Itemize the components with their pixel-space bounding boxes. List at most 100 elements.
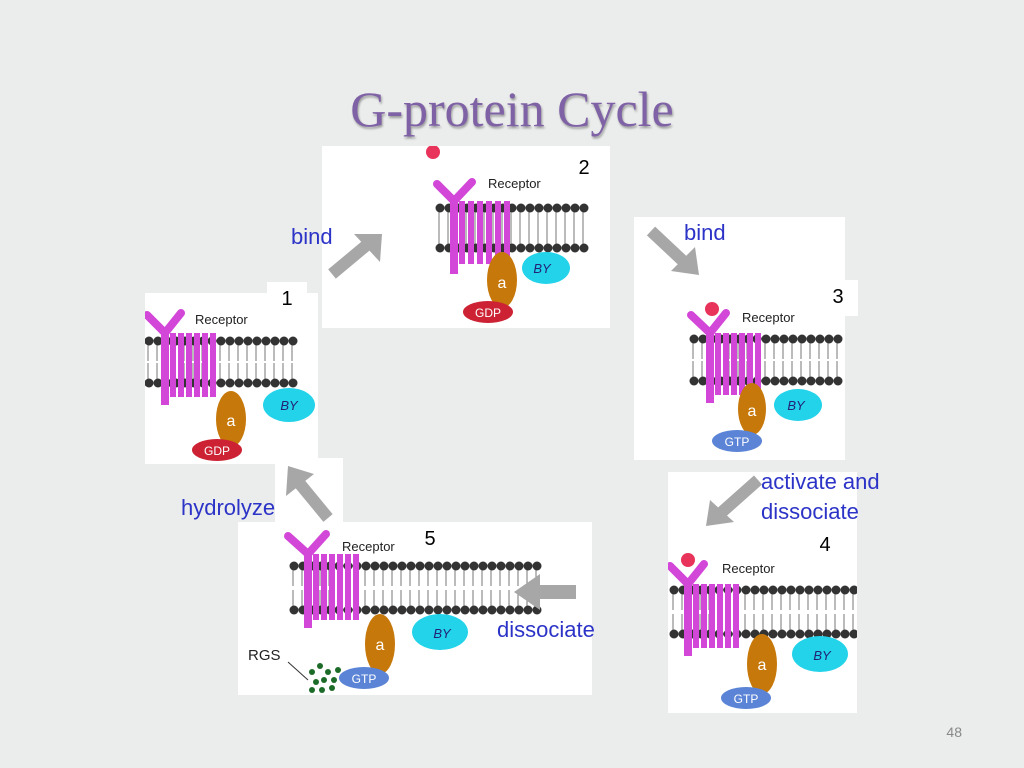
gdp-icon [463, 301, 513, 323]
step-2-number: 2 [564, 151, 604, 187]
lipid-head [252, 378, 262, 388]
lipid-head [388, 561, 398, 571]
lipid-head [252, 336, 262, 346]
lipid-head [786, 585, 796, 595]
lipid-head [514, 605, 524, 615]
lipid-head [243, 378, 253, 388]
lipid-head [525, 203, 535, 213]
lipid-head [216, 378, 226, 388]
lipid-head [415, 605, 425, 615]
lipid-head [543, 243, 553, 253]
lipid-head [849, 629, 857, 639]
lipid-head [451, 561, 461, 571]
lipid-head [833, 334, 843, 344]
alpha-subunit-icon [738, 383, 766, 435]
lipid-head [451, 605, 461, 615]
receptor-icon [145, 309, 216, 405]
receptor-label: Receptor [195, 312, 248, 327]
lipid-head [433, 605, 443, 615]
gtp-label: GTP [734, 692, 759, 706]
receptor-label: Receptor [488, 176, 541, 191]
lipid-head [770, 334, 780, 344]
beta-gamma-label: BY [533, 261, 552, 276]
lipid-head [523, 561, 533, 571]
gtp-icon [712, 430, 762, 452]
lipid-head [478, 605, 488, 615]
lipid-head [415, 561, 425, 571]
lipid-head [768, 585, 778, 595]
lipid-head [786, 629, 796, 639]
lipid-head [270, 336, 280, 346]
lipid-head [815, 376, 825, 386]
lipid-head [397, 561, 407, 571]
receptor-icon [433, 178, 510, 274]
step-4-diagram: Receptor a BY GTP [668, 553, 857, 709]
lipid-head [552, 203, 562, 213]
lipid-head [523, 605, 533, 615]
lipid-head [761, 334, 771, 344]
rgs-icon [309, 663, 341, 693]
lipid-head [840, 585, 850, 595]
arrow-5-to-1-icon [286, 466, 333, 522]
lipid-head [797, 334, 807, 344]
alpha-subunit-icon [487, 252, 517, 308]
lipid-head [761, 376, 771, 386]
lipid-head [279, 336, 289, 346]
lipid-head [516, 203, 526, 213]
gtp-icon [339, 667, 389, 689]
lipid-head [460, 605, 470, 615]
lipid-head [795, 585, 805, 595]
lipid-head [840, 629, 850, 639]
lipid-head [804, 585, 814, 595]
beta-gamma-icon [263, 388, 315, 422]
lipid-head [487, 605, 497, 615]
lipid-head [824, 334, 834, 344]
bind-label-right: bind [684, 220, 726, 245]
gdp-icon [192, 439, 242, 461]
lipid-head [822, 585, 832, 595]
receptor-label: Receptor [342, 539, 395, 554]
lipid-head [759, 585, 769, 595]
lipid-head [243, 336, 253, 346]
lipid-head [225, 378, 235, 388]
step-1-diagram: Receptor a BY GDP [145, 309, 315, 461]
lipid-head [534, 243, 544, 253]
lipid-head [370, 605, 380, 615]
lipid-head [698, 376, 708, 386]
lipid-head [433, 561, 443, 571]
hydrolyze-label: hydrolyze [181, 495, 276, 520]
lipid-head [795, 629, 805, 639]
dissociate-label: dissociate [497, 617, 595, 642]
step-3-diagram: Receptor a BY GTP [687, 302, 843, 452]
receptor-label: Receptor [742, 310, 795, 325]
lipid-head [279, 378, 289, 388]
receptor-icon [284, 530, 359, 628]
lipid-head [534, 203, 544, 213]
lipid-head [442, 561, 452, 571]
lipid-head [831, 629, 841, 639]
bind-label-left: bind [291, 224, 333, 249]
receptor-icon [668, 560, 739, 656]
lipid-head [435, 203, 445, 213]
step-3-panel: Receptor a BY GTP [634, 217, 845, 460]
lipid-head [779, 376, 789, 386]
slide-number: 48 [946, 724, 962, 740]
lipid-head [768, 629, 778, 639]
step-4-panel: Receptor a BY GTP [668, 472, 857, 713]
step-1-panel: Receptor a BY GDP [145, 293, 318, 464]
gtp-label: GTP [352, 672, 377, 686]
lipid-head [797, 376, 807, 386]
lipid-head [216, 336, 226, 346]
lipid-head [561, 243, 571, 253]
lipid-head [579, 243, 589, 253]
lipid-head [370, 561, 380, 571]
alpha-label: a [376, 637, 385, 654]
lipid-head [532, 561, 542, 571]
lipid-head [496, 561, 506, 571]
lipid-head [777, 585, 787, 595]
lipid-head [460, 561, 470, 571]
lipid-head [525, 243, 535, 253]
lipid-head [406, 605, 416, 615]
beta-gamma-icon [522, 252, 570, 284]
lipid-head [669, 629, 679, 639]
